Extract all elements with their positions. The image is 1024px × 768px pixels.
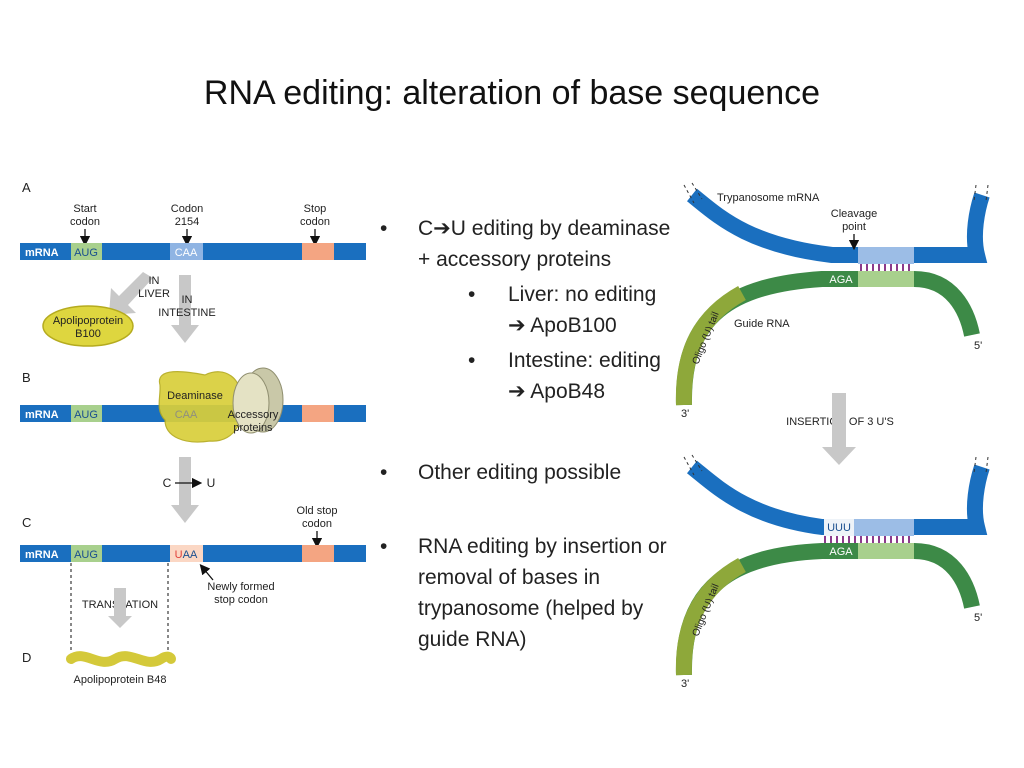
liver-arrow <box>109 272 153 315</box>
mrna-dashed-end-right-b <box>973 456 977 474</box>
sub-2-text: Intestine: editing <box>508 349 661 372</box>
caa-label-a: CAA <box>175 247 198 259</box>
editing-region-top <box>858 247 914 264</box>
mrna-label-b: mRNA <box>25 409 59 421</box>
apob48-protein <box>66 651 176 667</box>
editing-region-bottom <box>854 519 914 536</box>
start-codon-label-2: codon <box>70 216 100 228</box>
aug-box-c <box>71 545 102 562</box>
start-codon-label: Start <box>73 203 96 215</box>
panel-b-label: B <box>22 370 31 385</box>
sub-1-text: Liver: no editing <box>508 283 657 306</box>
oligo-tail-top <box>675 285 747 406</box>
aug-label-b: AUG <box>74 409 98 421</box>
new-stop-label-2: stop codon <box>214 594 268 606</box>
mrna-label-c: mRNA <box>25 549 59 561</box>
translation-arrow <box>108 588 132 628</box>
apob-editing-figure: A Start codon Codon 2154 Stop codon mRNA… <box>20 180 366 686</box>
old-stop-label: Old stop <box>297 505 338 517</box>
new-stop-label: Newly formed <box>207 581 274 593</box>
codon-2154-label: Codon <box>171 203 203 215</box>
sub-bullet-intestine: Intestine: editing ➔ ApoB48 <box>468 345 680 407</box>
aug-box-b <box>71 405 102 422</box>
bullet-other-editing: Other editing possible <box>380 457 680 488</box>
five-prime-top: 5' <box>974 340 982 352</box>
aga-box-bottom <box>824 543 858 559</box>
sub-2-result: ApoB48 <box>530 380 606 403</box>
deaminase-label: Deaminase <box>167 390 223 402</box>
insertion-arrow <box>822 393 856 465</box>
uaa-rest: AA <box>183 549 198 561</box>
sub-bullet-liver: Liver: no editing ➔ ApoB100 <box>468 279 680 341</box>
uaa-u: U <box>175 549 183 561</box>
caa-label-b: CAA <box>175 409 198 421</box>
mrna-dashed-end-right-2 <box>985 184 989 202</box>
aga-label-bottom: AGA <box>829 546 853 558</box>
new-stop-arrow <box>199 564 214 581</box>
trypanosome-editing-figure: Trypanosome mRNA Cleavage point AGA Guid… <box>675 182 990 690</box>
bullet-c-u-editing: C➔U editing by deaminase + accessory pro… <box>380 213 680 407</box>
mrna-dashed-end-right-b2 <box>985 456 989 474</box>
caa-box-a <box>170 243 203 260</box>
guide-light-region-bottom <box>858 543 914 559</box>
bullet-1-c: C <box>418 217 434 240</box>
aug-label-c: AUG <box>74 549 98 561</box>
old-stop-box-c <box>302 545 334 562</box>
in-intestine-label: IN <box>182 294 193 306</box>
mrna-dashed-end-right <box>973 184 977 202</box>
panel-c-label: C <box>22 515 31 530</box>
in-intestine-label-2: INTESTINE <box>158 307 215 319</box>
intestine-arrow <box>171 275 199 343</box>
tryp-mrna-label: Trypanosome mRNA <box>717 192 820 204</box>
uaa-box-c <box>170 545 203 562</box>
bullet-1-text: U editing by deaminase + accessory prote… <box>418 217 671 271</box>
apob100-label-2: B100 <box>75 328 101 340</box>
stop-codon-label-2: codon <box>300 216 330 228</box>
bullet-trypanosome: RNA editing by insertion or removal of b… <box>380 531 680 655</box>
in-liver-label-2: LIVER <box>138 288 170 300</box>
uuu-label: UUU <box>827 522 851 534</box>
deaminase-protein <box>158 370 243 443</box>
stop-box-b <box>302 405 334 422</box>
cleavage-label-2: point <box>842 221 866 233</box>
accessory-label: Accessory <box>228 409 279 421</box>
mrna-label-a: mRNA <box>25 247 59 259</box>
tryp-mrna-strand-bottom <box>687 460 990 535</box>
codon-2154-number: 2154 <box>175 216 199 228</box>
sub-1-result: ApoB100 <box>530 314 617 337</box>
apob48-label: Apolipoprotein B48 <box>74 674 167 686</box>
apob100-label: Apolipoprotein <box>53 315 123 327</box>
bullet-list: C➔U editing by deaminase + accessory pro… <box>380 213 680 655</box>
stop-box-a <box>302 243 334 260</box>
aug-box-a <box>71 243 102 260</box>
guide-light-region-top <box>858 271 914 287</box>
aga-box-top <box>824 271 858 287</box>
b-to-c-arrow <box>171 457 199 523</box>
accessory-label-2: proteins <box>233 422 273 434</box>
aug-label-a: AUG <box>74 247 98 259</box>
in-liver-label: IN <box>149 275 160 287</box>
old-stop-label-2: codon <box>302 518 332 530</box>
arrow-icon: ➔ <box>508 380 526 403</box>
panel-a-label: A <box>22 180 31 195</box>
cleavage-label: Cleavage <box>831 208 877 220</box>
stop-codon-label: Stop <box>304 203 327 215</box>
c-letter: C <box>163 476 172 490</box>
arrow-icon: ➔ <box>508 314 526 337</box>
arrow-icon: ➔ <box>433 217 451 240</box>
three-prime-bottom: 3' <box>681 678 689 690</box>
u-letter: U <box>207 476 216 490</box>
tryp-mrna-strand-top <box>687 188 990 263</box>
panel-d-label: D <box>22 650 31 665</box>
apob100-protein <box>42 305 134 347</box>
five-prime-bottom: 5' <box>974 612 982 624</box>
oligo-tail-bottom <box>675 557 747 676</box>
accessory-protein-front <box>232 372 270 434</box>
guide-rna-label: Guide RNA <box>734 318 790 330</box>
slide-title: RNA editing: alteration of base sequence <box>203 74 821 112</box>
aga-label-top: AGA <box>829 274 853 286</box>
three-prime-top: 3' <box>681 408 689 420</box>
uuu-box <box>824 519 854 536</box>
uaa-label-c: UAA <box>175 549 198 561</box>
